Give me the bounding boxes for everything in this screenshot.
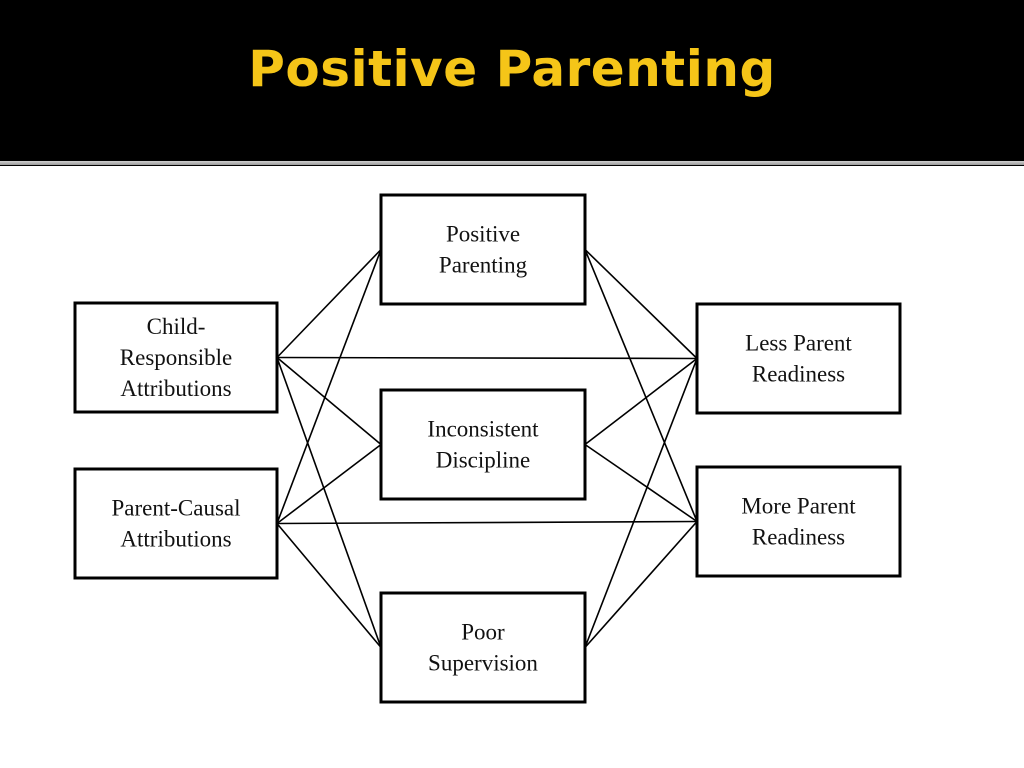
title-divider bbox=[0, 161, 1024, 165]
node-box bbox=[379, 388, 587, 501]
edge-positive-parenting-to-more-readiness bbox=[584, 249, 698, 522]
node-label-line: Positive bbox=[446, 222, 520, 247]
node-label-line: Supervision bbox=[428, 651, 538, 676]
edges-layer bbox=[276, 248, 698, 649]
node-label-line: Less Parent bbox=[745, 331, 852, 356]
node-label-line: More Parent bbox=[741, 494, 856, 519]
edge-poor-supervision-to-less-readiness bbox=[584, 358, 698, 648]
title-bar: Positive Parenting bbox=[0, 0, 1024, 160]
node-box bbox=[73, 301, 279, 414]
node-label-line: Inconsistent bbox=[427, 417, 539, 442]
node-label-line: Parent-Causal bbox=[111, 496, 240, 521]
node-label-line: Responsible bbox=[120, 345, 232, 370]
edge-positive-parenting-to-less-readiness bbox=[584, 248, 698, 360]
edge-inconsistent-discipline-to-more-readiness bbox=[584, 443, 698, 523]
node-label-line: Attributions bbox=[120, 376, 231, 401]
edge-child-responsible-to-poor-supervision bbox=[276, 357, 382, 648]
edge-parent-causal-to-positive-parenting bbox=[276, 249, 382, 524]
node-box bbox=[73, 467, 279, 580]
node-box bbox=[695, 465, 902, 578]
edge-child-responsible-to-less-readiness bbox=[276, 356, 698, 360]
node-label-line: Poor bbox=[461, 620, 505, 645]
node-label-line: Parenting bbox=[439, 253, 528, 278]
node-label-line: Readiness bbox=[752, 525, 845, 550]
edge-inconsistent-discipline-to-less-readiness bbox=[584, 357, 698, 446]
node-label-line: Child- bbox=[147, 314, 206, 339]
edge-poor-supervision-to-more-readiness bbox=[584, 520, 698, 649]
edge-child-responsible-to-inconsistent-discipline bbox=[276, 356, 382, 446]
path-diagram: Child-ResponsibleAttributionsParent-Caus… bbox=[73, 193, 902, 704]
nodes-layer: Child-ResponsibleAttributionsParent-Caus… bbox=[73, 193, 902, 704]
node-label-line: Discipline bbox=[436, 448, 531, 473]
node-box bbox=[695, 302, 902, 415]
edge-parent-causal-to-poor-supervision bbox=[276, 522, 382, 649]
node-box bbox=[379, 591, 587, 704]
edge-child-responsible-to-positive-parenting bbox=[276, 248, 382, 359]
node-label-line: Attributions bbox=[120, 527, 231, 552]
edge-parent-causal-to-more-readiness bbox=[276, 520, 698, 525]
node-box bbox=[379, 193, 587, 306]
edge-parent-causal-to-inconsistent-discipline bbox=[276, 443, 382, 525]
node-label-line: Readiness bbox=[752, 362, 845, 387]
slide-title: Positive Parenting bbox=[248, 40, 776, 98]
